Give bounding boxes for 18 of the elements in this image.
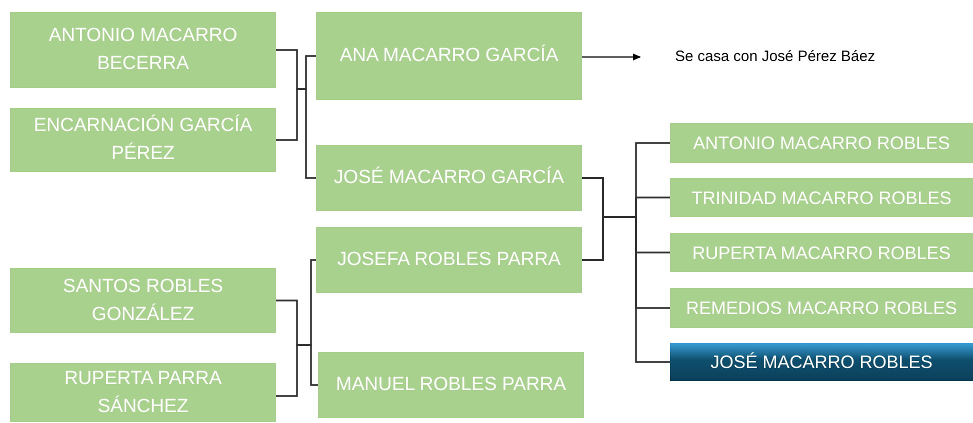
person-box: ANA MACARRO GARCÍA [316,12,582,100]
connector-line [582,216,670,363]
arrow [582,54,641,60]
person-box: RUPERTA PARRA SÁNCHEZ [10,363,276,422]
person-box: JOSEFA ROBLES PARRA [316,227,582,293]
person-box: ANTONIO MACARRO ROBLES [670,123,973,163]
person-box: REMEDIOS MACARRO ROBLES [670,288,973,328]
connector-line [276,344,318,397]
person-box: MANUEL ROBLES PARRA [318,352,584,418]
person-box: JOSÉ MACARRO ROBLES [670,343,973,381]
person-box: ENCARNACIÓN GARCÍA PÉREZ [10,108,276,172]
note-text: Se casa con José Pérez Báez [675,44,935,70]
person-box: RUPERTA MACARRO ROBLES [670,233,973,272]
person-box: SANTOS ROBLES GONZÁLEZ [10,268,276,333]
person-box: JOSÉ MACARRO GARCÍA [316,145,582,211]
person-box: TRINIDAD MACARRO ROBLES [670,178,973,217]
person-box: ANTONIO MACARRO BECERRA [10,12,276,88]
connector-line [276,88,316,179]
